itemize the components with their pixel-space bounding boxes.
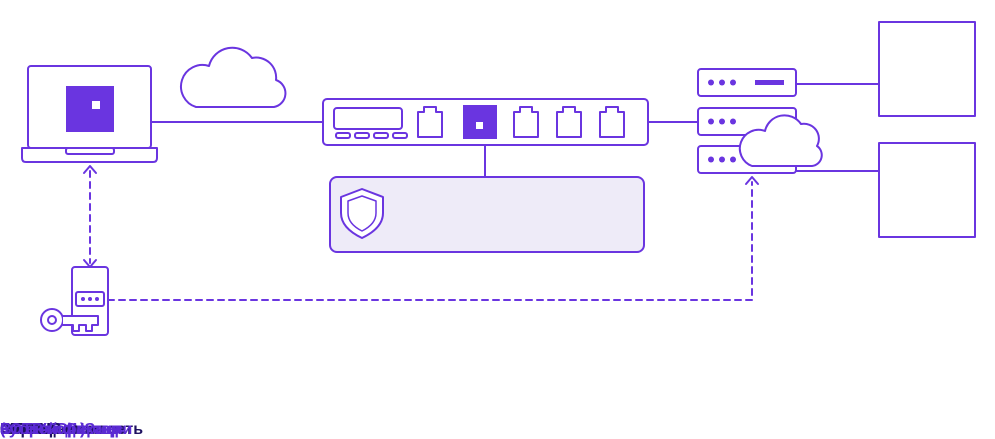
- arrowhead-up-server: [745, 176, 759, 185]
- arrowhead-up-laptop: [83, 165, 97, 174]
- dashed-link-token-server: [107, 181, 753, 301]
- laptop-icon: [21, 65, 158, 163]
- otp-server-box: [878, 142, 976, 238]
- diagram-canvas: [21, 21, 976, 336]
- otp-code-label: ( OTP-код ): [0, 421, 86, 438]
- otp-dashed-links: [89, 170, 753, 301]
- shield-icon: [340, 188, 384, 239]
- key-icon: [40, 308, 99, 332]
- router-icon: [322, 98, 649, 146]
- radius-cloud-icon: [738, 114, 823, 167]
- ldap-box: [878, 21, 976, 117]
- protected-network-box: [329, 176, 645, 253]
- diagram: ФПСУ-Клиент ФПСУ RADIUS клиент RADIUS Се…: [0, 21, 976, 438]
- cloud-icon: [180, 46, 287, 108]
